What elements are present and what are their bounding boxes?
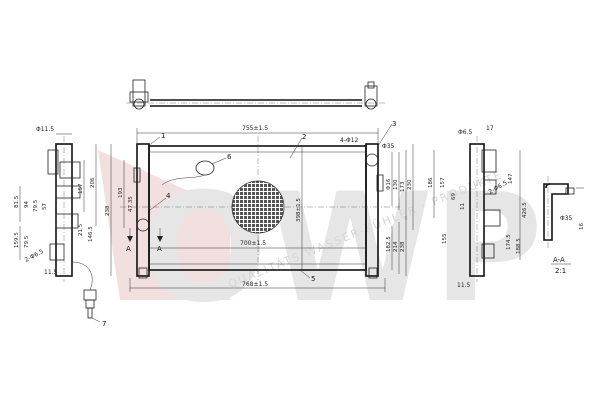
dim-bottom-width: 768±1.5 [242, 281, 268, 288]
left-dim-top-dia: Φ11.5 [36, 126, 54, 133]
section-mark-left: A [126, 245, 131, 253]
dim-right-h2: 173 [400, 181, 406, 192]
dim-core-height: 398±1.5 [296, 198, 302, 222]
watermark-brand: OWP [140, 162, 543, 336]
callout-6: 6 [227, 153, 232, 161]
top-view [126, 79, 385, 110]
section-a-a-profile [543, 183, 569, 241]
callout-3: 3 [392, 120, 396, 128]
callout-7: 7 [102, 320, 106, 328]
left-dim-v4: 94 [24, 201, 30, 208]
right-dim-top-w: 17 [486, 125, 494, 132]
right-dim-v2: 157 [440, 177, 446, 188]
radiator-core [148, 145, 367, 271]
dim-left-inner: 193 [118, 187, 124, 198]
dim-right-h5: 214 [393, 241, 399, 252]
dim-right-h4: 182.5 [386, 236, 392, 252]
right-cap [365, 153, 379, 167]
left-dim-v7: 159.5 [14, 232, 20, 248]
dim-left-a: 47.35 [128, 196, 134, 212]
right-dim-v9: 188.5 [516, 238, 522, 254]
left-dim-v3: 81.5 [14, 195, 20, 208]
dim-right-h1: 130 [393, 179, 399, 190]
right-dim-v3: 69 [451, 193, 457, 200]
left-dim-v1: 206 [90, 177, 96, 188]
left-dim-holes: 2-Φ6.5 [24, 248, 45, 264]
dim-hole-dia: Φ35 [382, 143, 395, 150]
section-width: 16 [579, 223, 585, 230]
right-dim-v8: 174.5 [506, 234, 512, 250]
callout-1: 1 [161, 132, 165, 140]
top-left-bracket [132, 79, 146, 107]
section-title: A-A [553, 256, 565, 264]
dim-right-small: Φ16 [386, 178, 392, 190]
section-a-a: Φ35 16 A-A 2:1 [543, 176, 585, 275]
section-scale: 2:1 [555, 267, 566, 275]
section-mark-right: A [157, 245, 162, 253]
left-dim-v10: 146.5 [88, 226, 94, 242]
callout-5: 5 [311, 275, 315, 283]
top-right-bracket [364, 85, 378, 107]
right-dim-v6: 147 [508, 173, 514, 184]
left-dim-v9: 21.5 [78, 223, 84, 236]
left-dim-bottom: 11.5 [44, 269, 58, 276]
left-dim-v5: 79.5 [33, 199, 39, 212]
left-dim-v8: 79.5 [24, 235, 30, 248]
watermark: OWP QUALITÄTS WASSER-KÜHLER · PRODUKTE [98, 150, 543, 336]
dim-right-h3: 230 [407, 179, 413, 190]
left-dim-v2: 157 [78, 183, 84, 194]
watermark-red-swoosh [98, 150, 230, 300]
fan-grid [231, 180, 285, 234]
left-side-view: Φ11.5 206 157 81.5 94 79.5 57 159.5 79.5… [14, 126, 106, 328]
dim-left-height: 238 [105, 205, 111, 216]
section-dia: Φ35 [560, 215, 573, 222]
right-dim-v5: 155 [442, 233, 448, 244]
callout-4: 4 [166, 192, 171, 200]
right-dim-v1: 186 [428, 177, 434, 188]
right-dim-top-dia: Φ6.5 [458, 129, 472, 136]
left-outlet [136, 218, 150, 232]
sensor-connector [83, 289, 97, 301]
dim-right-h6: 238 [400, 241, 406, 252]
right-dim-v7: 426.5 [522, 202, 528, 218]
dim-top-width: 755±1.5 [242, 125, 268, 132]
left-dim-v6: 57 [42, 203, 48, 210]
dim-core-width: 700±1.5 [240, 240, 266, 247]
right-dim-v4: 11 [460, 203, 466, 210]
right-dim-bottom: 11.5 [457, 282, 471, 289]
front-view: A A 755±1.5 4-Φ12 Φ35 700±1.5 398±1.5 76… [105, 120, 414, 292]
callout-2: 2 [302, 133, 306, 141]
dim-holes: 4-Φ12 [340, 137, 359, 144]
